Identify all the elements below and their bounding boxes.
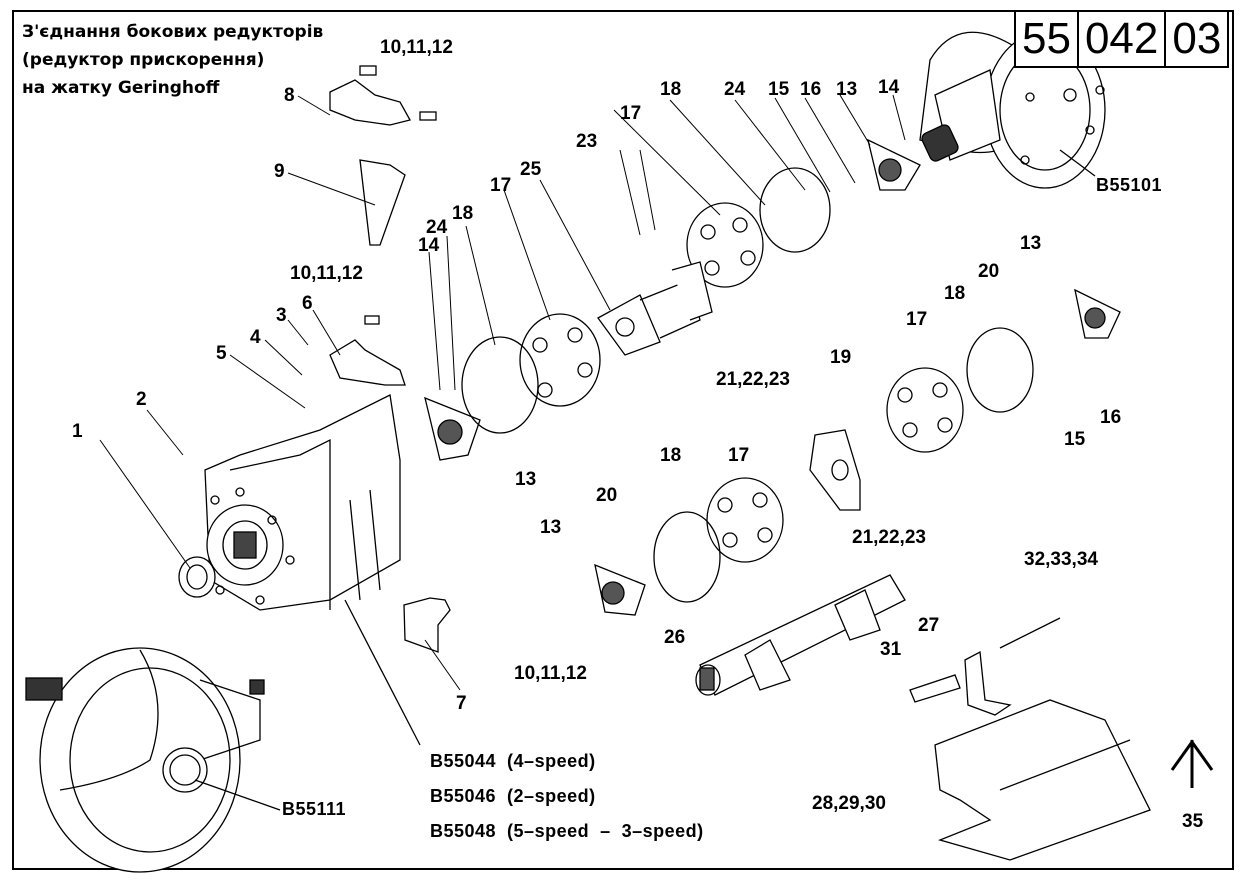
ref-b55101: B55101 <box>1096 175 1163 195</box>
seal-part-1 <box>178 556 216 598</box>
callout-21-22-23-upper: 21,22,23 <box>716 369 790 390</box>
callout-26: 26 <box>664 627 686 648</box>
sheet-group: 55 <box>1016 12 1079 66</box>
callout-23: 23 <box>576 131 598 152</box>
callout-15-right: 15 <box>1064 429 1086 450</box>
callout-19: 19 <box>830 347 852 368</box>
callout-17-a: 17 <box>490 175 512 196</box>
variant-b55046: B55046 (2–speed) <box>430 786 596 806</box>
callout-16-top: 16 <box>800 79 822 100</box>
callout-28-29-30: 28,29,30 <box>812 793 886 814</box>
bracket-part-27 <box>964 650 1012 716</box>
sheet-section: 042 <box>1079 12 1167 66</box>
callout-27: 27 <box>918 615 940 636</box>
callout-4: 4 <box>250 327 261 348</box>
drawing-frame <box>12 10 1234 870</box>
bracket-part-7 <box>403 597 451 653</box>
ref-b55111: B55111 <box>282 799 347 819</box>
spider-flange-part-19 <box>809 429 861 511</box>
callout-18-a: 18 <box>452 203 474 224</box>
callout-24-left: 24 <box>426 217 448 238</box>
callout-18-b: 18 <box>660 79 682 100</box>
callout-14-top: 14 <box>878 77 900 98</box>
callout-25: 25 <box>520 159 542 180</box>
callout-1: 1 <box>72 421 83 442</box>
callout-8: 8 <box>284 85 295 106</box>
callout-18-d: 18 <box>660 445 682 466</box>
bolt-part-32 <box>999 617 1061 649</box>
callout-10-11-12-mid: 10,11,12 <box>290 263 363 284</box>
callout-3: 3 <box>276 305 287 326</box>
drawing-title: З'єднання бокових редукторів (редуктор п… <box>22 18 323 102</box>
callout-9: 9 <box>274 161 285 182</box>
title-line-1: З'єднання бокових редукторів <box>22 22 324 42</box>
callout-5: 5 <box>216 343 227 364</box>
callout-21-22-23-lower: 21,22,23 <box>852 527 926 548</box>
callout-18-c: 18 <box>944 283 966 304</box>
callout-13-right: 13 <box>1020 233 1042 254</box>
sheet-number-box: 55 042 03 <box>1014 10 1230 68</box>
up-arrow-icon <box>1170 739 1214 788</box>
flex-coupling-part-17 <box>519 202 964 563</box>
gearbox-variants-list: B55044 (4–speed) B55046 (2–speed) B55048… <box>430 744 704 849</box>
callout-10-11-12-bottom: 10,11,12 <box>514 663 587 684</box>
callout-20-right: 20 <box>978 261 1000 282</box>
ring-part-18 <box>461 167 1034 603</box>
flange-part-13 <box>424 138 1121 616</box>
leader-lines <box>99 94 906 691</box>
shield-part-35 <box>934 699 1151 861</box>
callout-6: 6 <box>302 293 313 314</box>
callout-31: 31 <box>880 639 902 660</box>
title-line-2: (редуктор прискорення) <box>22 50 265 70</box>
callout-32-33-34: 32,33,34 <box>1024 549 1098 570</box>
callout-20-bottom: 20 <box>596 485 618 506</box>
callout-17-d: 17 <box>728 445 750 466</box>
bracket-part-8 <box>329 79 411 126</box>
pin-part-31 <box>909 674 961 703</box>
callout-2: 2 <box>136 389 147 410</box>
left-gearbox-b55111 <box>25 647 281 873</box>
plate-part-9 <box>359 159 406 246</box>
callout-14-left: 14 <box>418 235 440 256</box>
right-gearbox-b55101 <box>919 31 1106 189</box>
callout-17-c: 17 <box>906 309 928 330</box>
callout-17-b: 17 <box>620 103 642 124</box>
callout-10-11-12-top: 10,11,12 <box>380 37 453 58</box>
callout-35: 35 <box>1182 811 1204 832</box>
title-line-3: на жатку Geringhoff <box>22 78 220 98</box>
variant-b55044: B55044 (4–speed) <box>430 751 596 771</box>
flange-shaft-part-25 <box>597 294 661 356</box>
callout-13-bottom: 13 <box>540 517 562 538</box>
callout-7: 7 <box>456 693 467 714</box>
callout-16-right: 16 <box>1100 407 1122 428</box>
sheet-page: 03 <box>1172 14 1222 63</box>
callout-15-top: 15 <box>768 79 790 100</box>
callout-13-left: 13 <box>515 469 537 490</box>
cardan-shaft-part-26 <box>695 574 906 696</box>
bracket-part-6 <box>329 339 406 386</box>
callout-24-top: 24 <box>724 79 746 100</box>
speedup-gearbox <box>204 394 421 746</box>
variant-b55048: B55048 (5–speed – 3–speed) <box>430 821 704 841</box>
callout-13-top: 13 <box>836 79 858 100</box>
